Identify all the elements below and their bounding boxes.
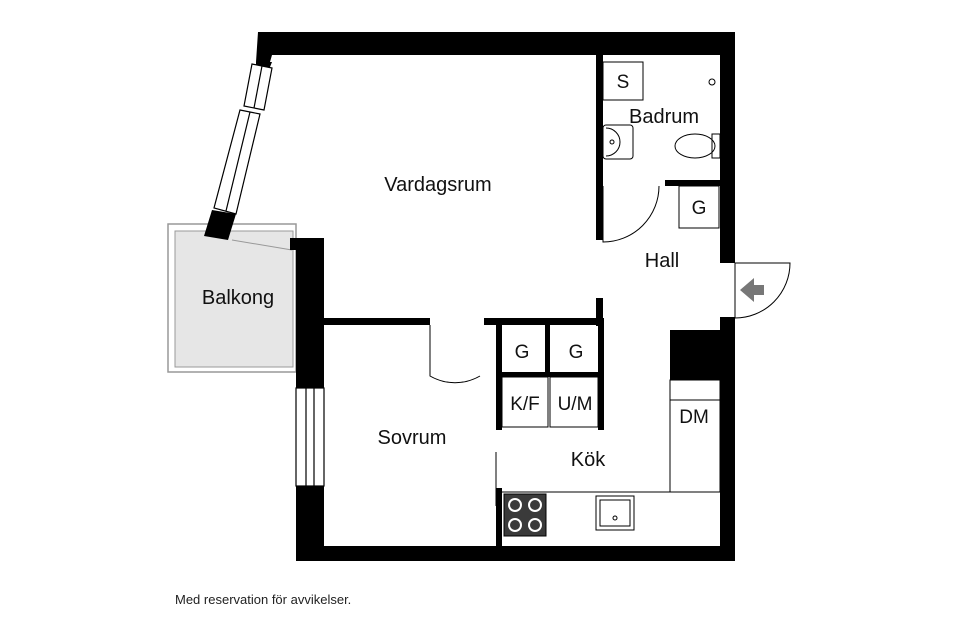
balcony	[167, 223, 297, 373]
room-label-vardagsrum: Vardagsrum	[384, 174, 491, 196]
fixture-label-kf: K/F	[510, 394, 540, 415]
fixture-label-g-closet-2: G	[569, 342, 584, 363]
room-label-balkong: Balkong	[202, 287, 274, 309]
doors	[429, 185, 791, 506]
walls	[204, 32, 735, 561]
fixture-label-dm: DM	[679, 407, 709, 428]
room-label-badrum: Badrum	[629, 106, 699, 128]
room-label-sovrum: Sovrum	[378, 427, 447, 449]
room-label-hall: Hall	[645, 250, 679, 272]
fixture-label-g-hall: G	[692, 198, 707, 219]
fixture-label-s: S	[617, 72, 630, 93]
room-label-kok: Kök	[571, 449, 606, 471]
fixture-label-g-closet-1: G	[515, 342, 530, 363]
windows	[213, 63, 325, 487]
entrance-arrow-icon	[740, 278, 764, 302]
bathroom-fixtures	[602, 61, 721, 160]
closets	[501, 185, 721, 493]
kitchen-counter	[502, 380, 671, 537]
disclaimer-text: Med reservation för avvikelser.	[175, 592, 352, 607]
fixture-label-um: U/M	[558, 394, 593, 415]
sink-icon	[595, 495, 635, 531]
